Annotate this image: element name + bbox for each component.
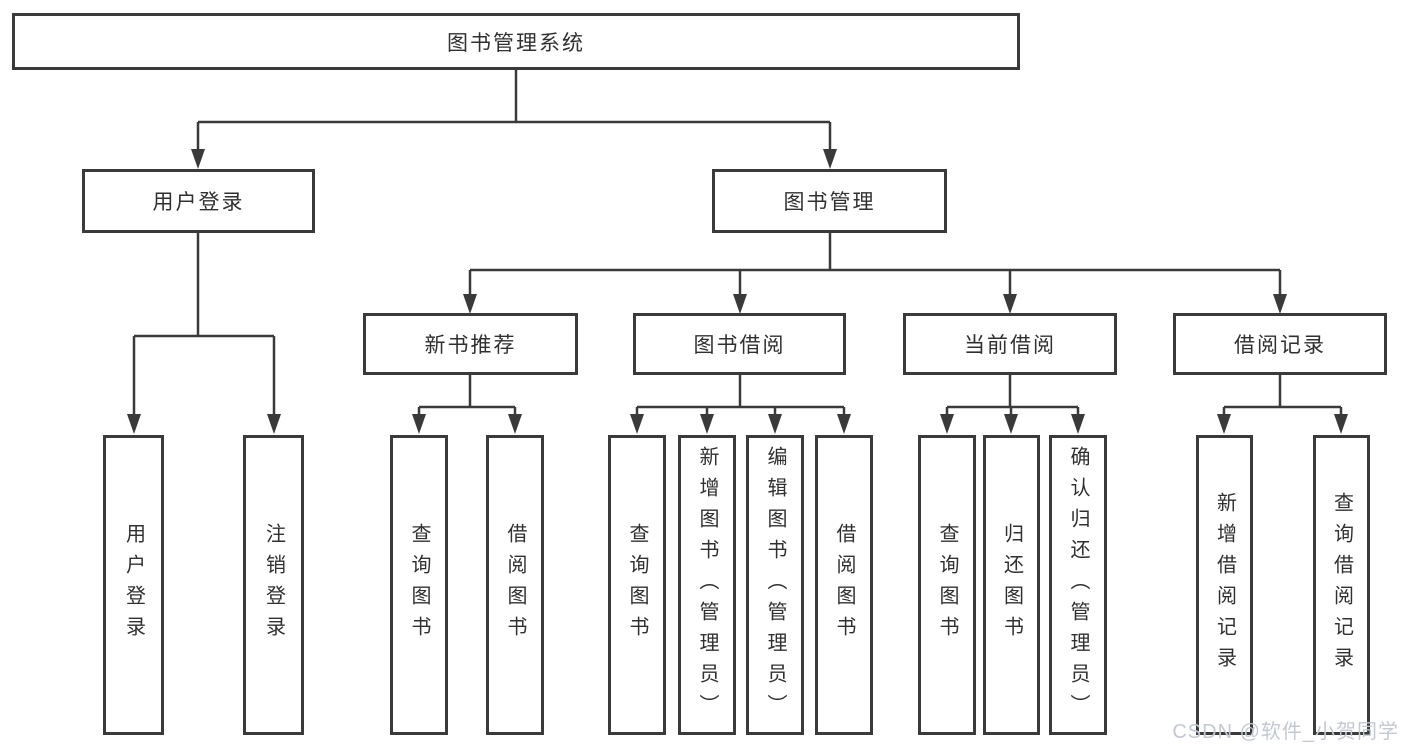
leaf-logout-label: 注销登录 — [262, 523, 285, 647]
node-new-book-recommend: 新书推荐 — [363, 313, 578, 375]
leaf-borrow-borrow-books: 借阅图书 — [815, 435, 873, 735]
connector-book-management-to-level3 — [468, 233, 1282, 296]
arrowhead-leaf-current-return-books — [1004, 414, 1018, 434]
arrowhead-leaf-current-query-books — [940, 414, 954, 434]
leaf-current-query-books-label: 查询图书 — [936, 523, 958, 647]
leaf-user-login: 用户登录 — [103, 435, 164, 735]
node-user-login: 用户登录 — [82, 169, 315, 233]
node-root-label: 图书管理系统 — [447, 31, 585, 55]
node-borrow-records: 借阅记录 — [1173, 313, 1387, 375]
leaf-recommend-query-books: 查询图书 — [390, 435, 448, 735]
leaf-borrow-borrow-books-label: 借阅图书 — [833, 523, 855, 647]
connector-borrow-records-to-leaves — [1222, 375, 1343, 416]
arrowhead-leaf-current-confirm-return — [1071, 414, 1085, 434]
arrowhead-book-borrow — [733, 294, 747, 314]
leaf-borrow-add-books: 新增图书（管理员） — [678, 435, 736, 735]
leaf-current-query-books: 查询图书 — [918, 435, 976, 735]
arrowhead-leaf-borrow-edit-books — [768, 414, 782, 434]
arrowhead-leaf-borrow-query-books — [630, 414, 644, 434]
arrowhead-leaf-recommend-borrow-books — [508, 414, 522, 434]
leaf-user-login-label: 用户登录 — [122, 523, 145, 647]
leaf-recommend-borrow-books: 借阅图书 — [486, 435, 544, 735]
leaf-borrow-edit-books-label: 编辑图书（管理员） — [764, 445, 786, 725]
leaf-borrow-query-books-label: 查询图书 — [626, 523, 648, 647]
leaf-borrow-edit-books: 编辑图书（管理员） — [746, 435, 804, 735]
leaf-records-add-record-label: 新增借阅记录 — [1213, 492, 1236, 678]
connector-user-login-to-leaves — [132, 233, 276, 416]
leaf-recommend-borrow-books-label: 借阅图书 — [504, 523, 526, 647]
node-current-borrow-label: 当前借阅 — [964, 334, 1056, 357]
leaf-current-return-books-label: 归还图书 — [1000, 523, 1023, 647]
connector-book-borrow-to-leaves — [635, 375, 846, 416]
leaf-current-return-books: 归还图书 — [983, 435, 1040, 735]
node-book-borrow-label: 图书借阅 — [693, 334, 786, 357]
node-user-login-label: 用户登录 — [152, 191, 245, 214]
leaf-recommend-query-books-label: 查询图书 — [408, 523, 430, 647]
arrowhead-leaf-borrow-borrow-books — [837, 414, 851, 434]
node-current-borrow: 当前借阅 — [903, 313, 1117, 375]
node-book-management-label: 图书管理 — [783, 191, 876, 214]
arrowhead-leaf-user-login — [127, 414, 141, 434]
leaf-current-confirm-return-label: 确认归还（管理员） — [1067, 445, 1089, 725]
leaf-records-add-record: 新增借阅记录 — [1196, 435, 1253, 735]
arrowhead-new-book-recommend — [463, 294, 477, 314]
leaf-records-query-record: 查询借阅记录 — [1313, 435, 1370, 735]
arrowhead-leaf-records-query-record — [1334, 414, 1348, 434]
node-borrow-records-label: 借阅记录 — [1234, 334, 1326, 357]
arrowhead-user-login — [191, 149, 205, 169]
connector-new-book-recommend-to-leaves — [417, 375, 517, 416]
node-root: 图书管理系统 — [12, 13, 1020, 70]
arrowhead-book-management — [823, 149, 837, 169]
connector-root-to-level2 — [196, 70, 832, 151]
leaf-logout: 注销登录 — [243, 435, 304, 735]
arrowhead-borrow-records — [1273, 294, 1287, 314]
arrowhead-current-borrow — [1003, 294, 1017, 314]
leaf-current-confirm-return: 确认归还（管理员） — [1049, 435, 1107, 735]
arrowhead-leaf-logout — [267, 414, 281, 434]
leaf-borrow-query-books: 查询图书 — [608, 435, 666, 735]
leaf-borrow-add-books-label: 新增图书（管理员） — [696, 445, 718, 725]
watermark: CSDN @软件_小贺同学 — [1172, 721, 1399, 743]
node-book-management: 图书管理 — [712, 169, 947, 233]
leaf-records-query-record-label: 查询借阅记录 — [1330, 492, 1353, 678]
arrowhead-leaf-borrow-add-books — [700, 414, 714, 434]
node-book-borrow: 图书借阅 — [633, 313, 846, 375]
arrowhead-leaf-recommend-query-books — [412, 414, 426, 434]
arrowhead-leaf-records-add-record — [1217, 414, 1231, 434]
connector-current-borrow-to-leaves — [945, 375, 1080, 416]
node-new-book-recommend-label: 新书推荐 — [424, 334, 517, 357]
